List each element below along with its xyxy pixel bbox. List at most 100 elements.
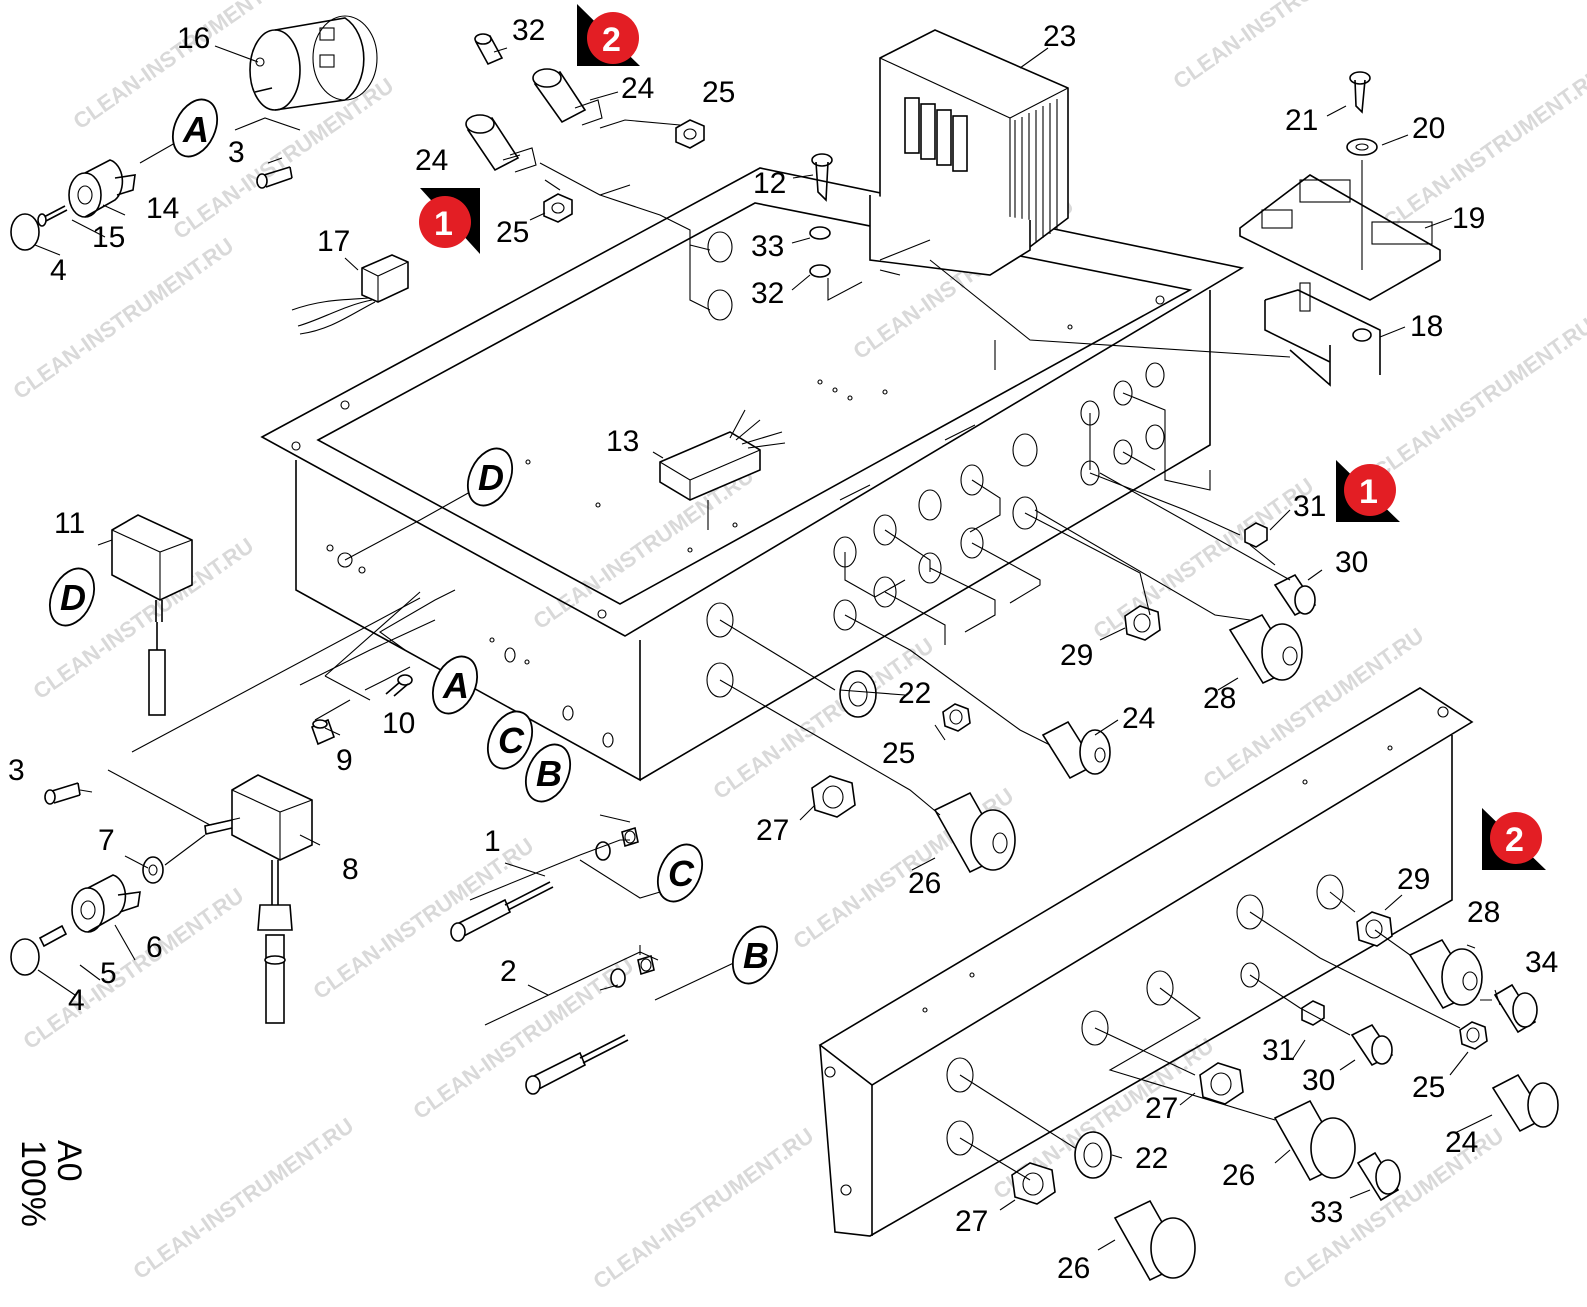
part-label: 16 bbox=[177, 22, 210, 55]
part-29-nut bbox=[1356, 911, 1393, 947]
part-26-gland bbox=[1273, 1099, 1356, 1182]
part-label: 33 bbox=[751, 230, 784, 263]
part-18-bracket bbox=[1264, 282, 1381, 387]
part-label: 31 bbox=[1262, 1034, 1295, 1067]
watermark-text: CLEAN-INSTRUMENT.RU bbox=[709, 633, 939, 804]
detail-marker-letter: A bbox=[182, 109, 209, 150]
badge-1-top: 1 bbox=[419, 188, 480, 254]
part-10-screw bbox=[385, 674, 413, 697]
part-label: 24 bbox=[621, 72, 654, 105]
detail-marker-a: A bbox=[431, 655, 479, 715]
part-24-gland bbox=[1041, 720, 1111, 780]
part-label: 3 bbox=[228, 136, 245, 169]
part-label: 24 bbox=[1122, 702, 1155, 735]
watermark-text: CLEAN-INSTRUMENT.RU bbox=[129, 1113, 359, 1284]
part-label: 28 bbox=[1203, 682, 1236, 715]
badge-2-right: 2 bbox=[1482, 808, 1546, 870]
part-label: 26 bbox=[1222, 1159, 1255, 1192]
part-33-washer bbox=[809, 226, 831, 240]
part-24-cable-gland bbox=[532, 68, 603, 126]
part-label: 28 bbox=[1467, 896, 1500, 929]
detail-marker-b: B bbox=[524, 743, 572, 803]
detail-marker-c: C bbox=[656, 843, 704, 903]
detail-marker-letter: B bbox=[743, 935, 769, 976]
watermark-text: CLEAN-INSTRUMENT.RU bbox=[589, 1123, 819, 1294]
part-label: 10 bbox=[382, 707, 415, 740]
part-label: 8 bbox=[342, 853, 359, 886]
detail-marker-c: C bbox=[486, 710, 534, 770]
badge-1-right: 1 bbox=[1336, 460, 1400, 522]
part-25-nut bbox=[543, 193, 573, 223]
part-label: 24 bbox=[415, 144, 448, 177]
part-14-knob bbox=[68, 159, 136, 218]
part-15-screw bbox=[37, 205, 68, 227]
part-label: 30 bbox=[1335, 546, 1368, 579]
detail-marker-a: A bbox=[171, 98, 219, 158]
part-label: 1 bbox=[484, 825, 501, 858]
part-label: 5 bbox=[100, 957, 117, 990]
part-2-indicator-lamp bbox=[525, 954, 655, 1095]
part-label: 22 bbox=[1135, 1142, 1168, 1175]
part-7-washer bbox=[142, 856, 164, 884]
part-32-washer bbox=[809, 264, 831, 278]
part-13-filter bbox=[659, 409, 786, 501]
main-housing bbox=[260, 167, 1245, 782]
part-30-gland bbox=[1350, 1023, 1394, 1067]
part-label: 26 bbox=[1057, 1252, 1090, 1285]
watermark-text: CLEAN-INSTRUMENT.RU bbox=[1369, 313, 1587, 484]
part-label: 25 bbox=[882, 737, 915, 770]
part-label: 29 bbox=[1397, 863, 1430, 896]
part-label: 2 bbox=[500, 955, 517, 988]
watermark-text: CLEAN-INSTRUMENT.RU bbox=[529, 463, 759, 634]
part-label: 29 bbox=[1060, 639, 1093, 672]
part-19-circuit-board bbox=[1239, 174, 1441, 301]
part-label: 11 bbox=[54, 507, 85, 540]
part-22-plug bbox=[839, 670, 877, 718]
part-4-cap bbox=[10, 938, 40, 976]
part-9-sleeve bbox=[310, 718, 336, 746]
part-11-relay bbox=[111, 514, 193, 716]
part-34-plug bbox=[1493, 983, 1538, 1034]
part-label: 23 bbox=[1043, 20, 1076, 53]
part-label: 27 bbox=[756, 814, 789, 847]
part-label: 32 bbox=[751, 277, 784, 310]
scale-indicator: A0 100% bbox=[8, 1140, 98, 1270]
zoom-label: 100% bbox=[14, 1140, 52, 1227]
part-label: 22 bbox=[898, 677, 931, 710]
part-label: 15 bbox=[92, 221, 125, 254]
part-label: 32 bbox=[512, 14, 545, 47]
detail-marker-letter: B bbox=[536, 753, 562, 794]
part-label: 25 bbox=[1412, 1071, 1445, 1104]
part-21-screw bbox=[1349, 71, 1371, 114]
part-label: 20 bbox=[1412, 112, 1445, 145]
part-17-suppressor bbox=[291, 254, 409, 335]
part-3-screw bbox=[44, 782, 81, 805]
detail-marker-letter: C bbox=[498, 720, 525, 761]
part-label: 7 bbox=[98, 824, 115, 857]
part-label: 6 bbox=[146, 931, 163, 964]
part-label: 13 bbox=[606, 425, 639, 458]
part-31-nut bbox=[1301, 1000, 1325, 1026]
watermark-text: CLEAN-INSTRUMENT.RU bbox=[9, 233, 239, 404]
part-23-transformer bbox=[869, 29, 1069, 276]
part-32-spacer bbox=[474, 33, 504, 66]
part-5-screw bbox=[38, 924, 68, 948]
part-label: 3 bbox=[8, 754, 25, 787]
detail-marker-letter: C bbox=[668, 853, 695, 894]
part-25-nut bbox=[942, 703, 971, 732]
badge-number: 1 bbox=[434, 205, 453, 243]
part-label: 12 bbox=[753, 167, 786, 200]
part-label: 26 bbox=[908, 867, 941, 900]
part-31-nut bbox=[1244, 522, 1268, 548]
part-16-rotary-switch bbox=[249, 15, 378, 111]
part-label: 17 bbox=[317, 225, 350, 258]
part-28-gland bbox=[1228, 613, 1303, 685]
part-label: 30 bbox=[1302, 1064, 1335, 1097]
part-label: 4 bbox=[68, 984, 85, 1017]
part-4-cap bbox=[10, 213, 40, 251]
part-label: 27 bbox=[955, 1205, 988, 1238]
part-label: 4 bbox=[50, 254, 67, 287]
part-25-nut bbox=[675, 119, 705, 149]
